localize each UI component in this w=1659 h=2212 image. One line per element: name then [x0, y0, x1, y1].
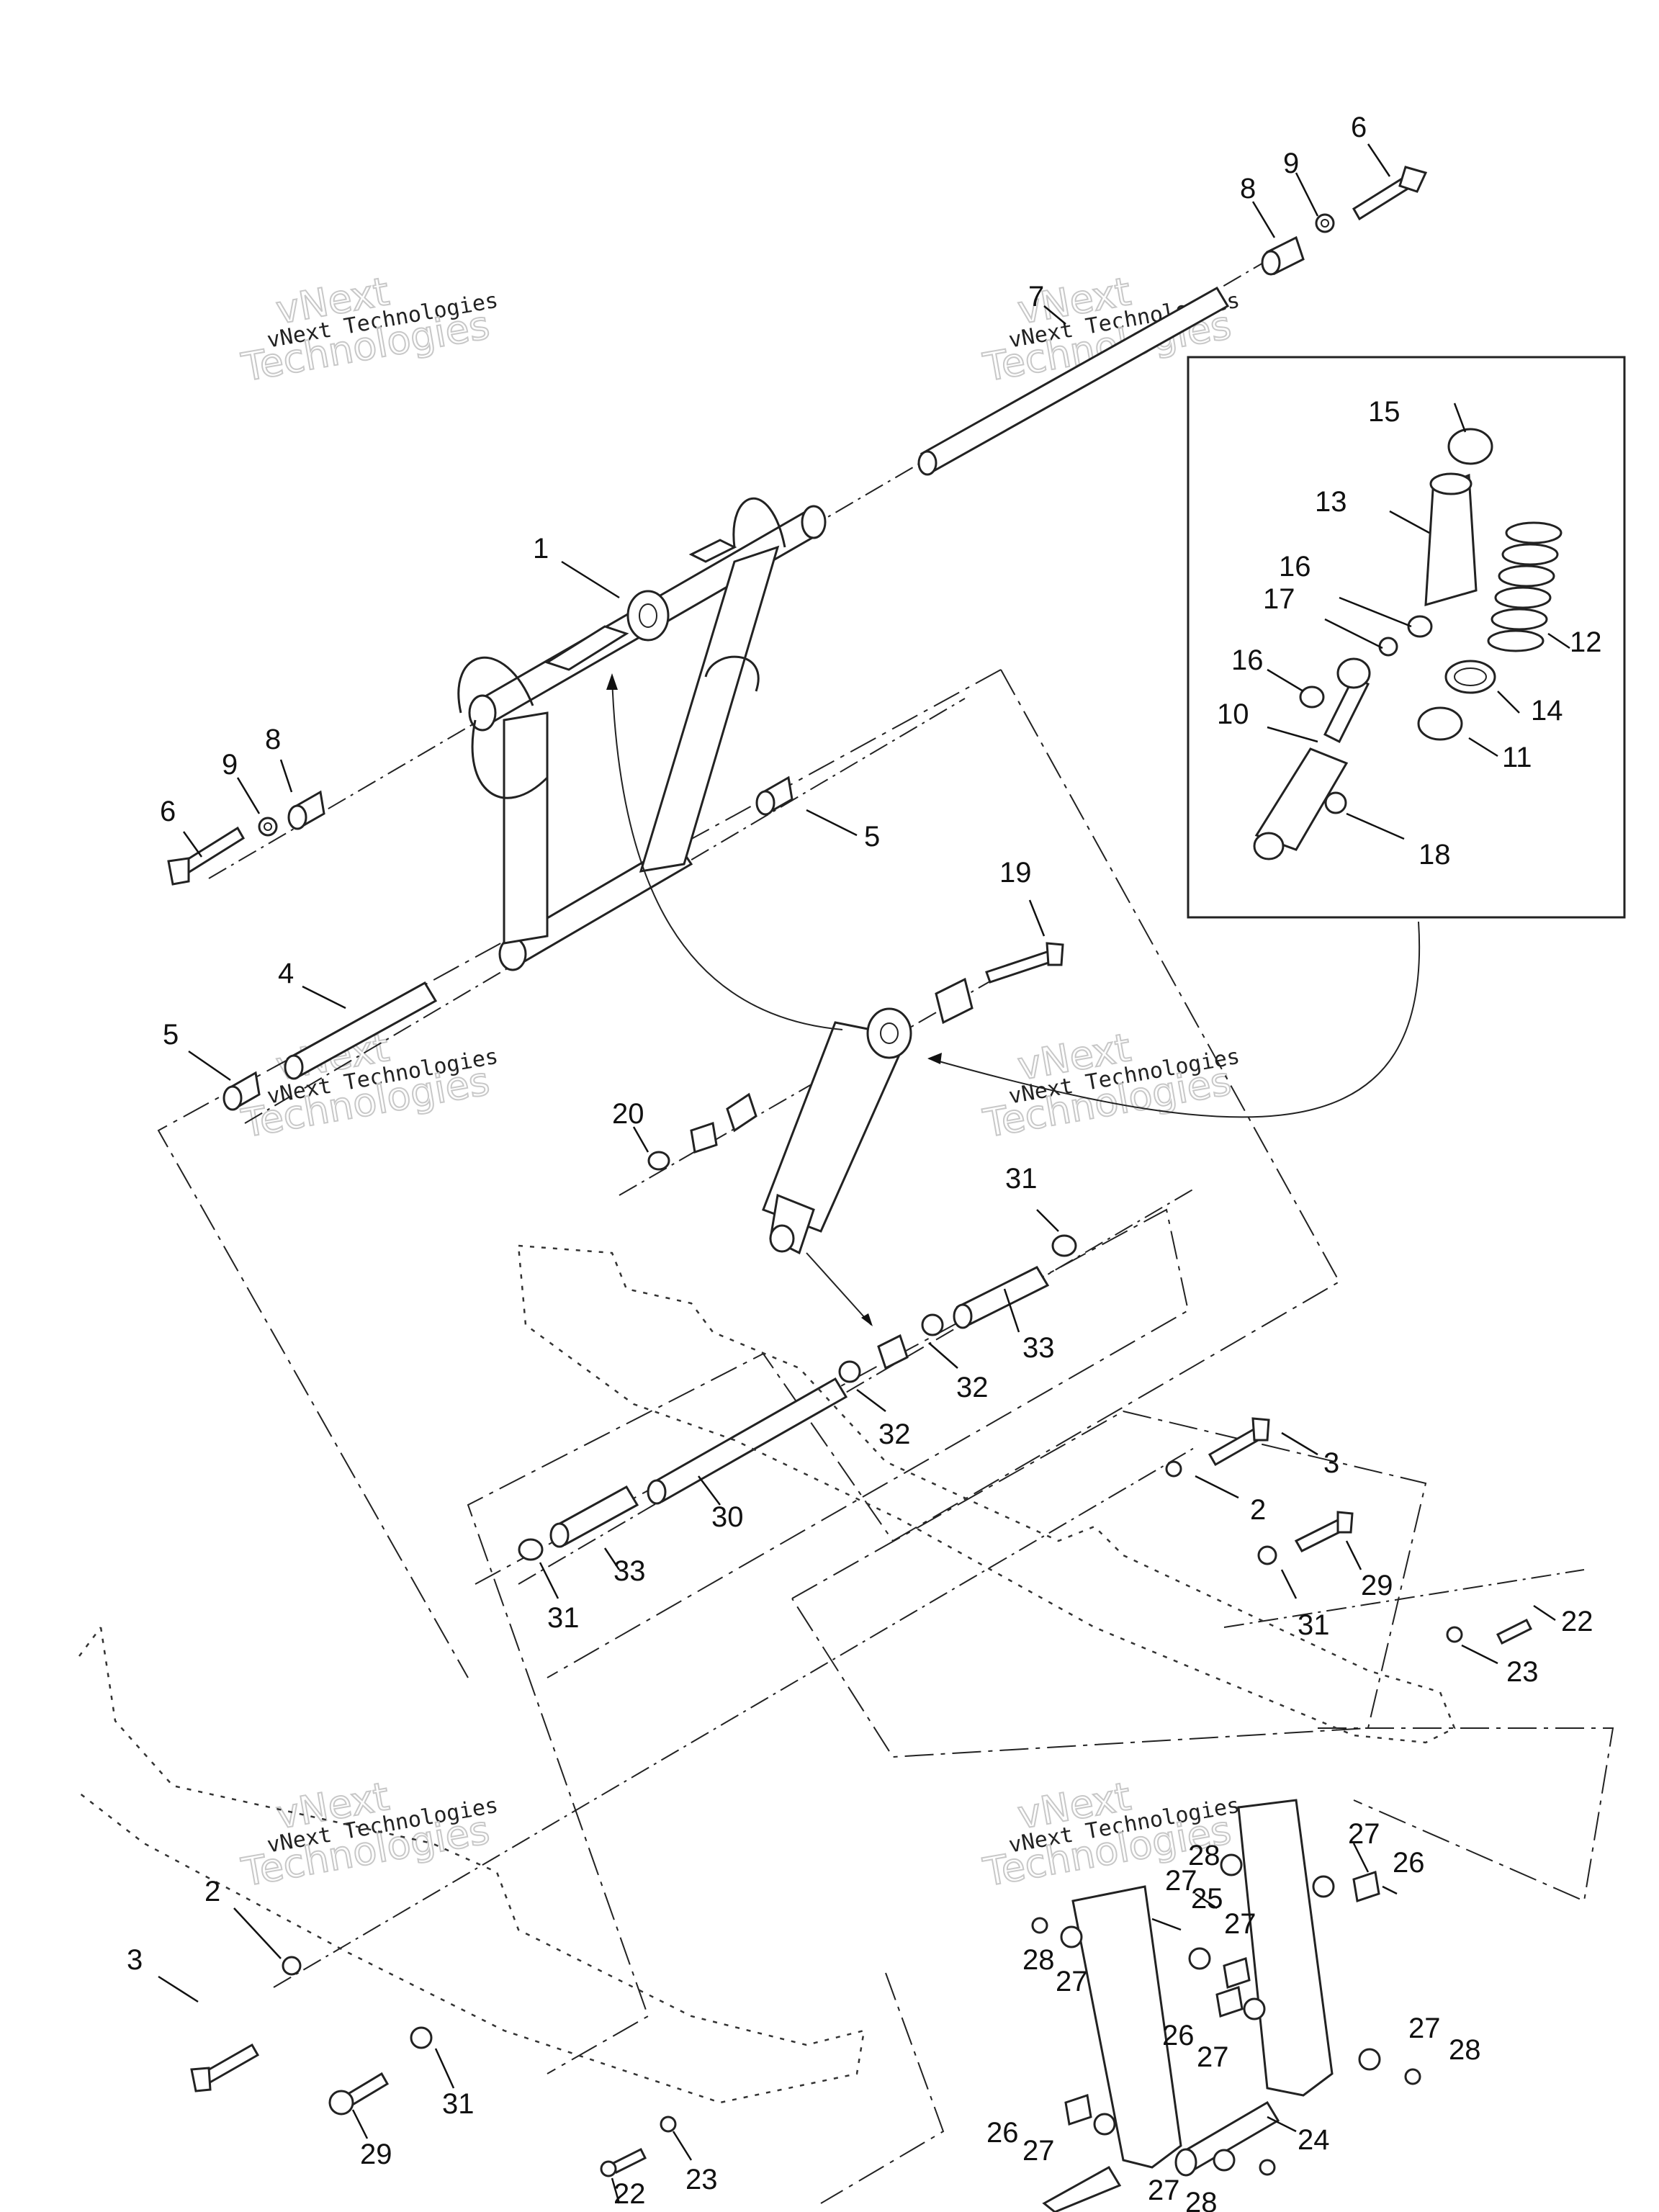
- callout-6: 6: [160, 796, 176, 827]
- callout-28: 28: [1449, 2034, 1481, 2066]
- callout-17: 17: [1263, 583, 1295, 615]
- rails: [78, 1244, 1456, 2104]
- reference-arrows: [606, 673, 1421, 1326]
- callout-22: 22: [1561, 1606, 1593, 1637]
- callout-27: 27: [1148, 2175, 1180, 2206]
- callout-24: 24: [1298, 2124, 1330, 2156]
- callout-7: 7: [1028, 281, 1044, 313]
- callout-3: 3: [1323, 1447, 1339, 1479]
- callout-8: 8: [1240, 173, 1256, 204]
- callout-20: 20: [612, 1098, 644, 1130]
- callout-23: 23: [1506, 1656, 1539, 1688]
- callout-33: 33: [613, 1555, 646, 1587]
- callout-3: 3: [127, 1944, 143, 1976]
- callout-29: 29: [360, 2139, 392, 2170]
- callout-26: 26: [986, 2117, 1019, 2149]
- callout-6: 6: [1351, 112, 1367, 143]
- callout-16: 16: [1279, 551, 1311, 583]
- inset-frame: [1187, 356, 1626, 919]
- callout-5: 5: [864, 821, 880, 853]
- inset-parts: [1253, 428, 1563, 860]
- callout-28: 28: [1188, 1840, 1220, 1871]
- callout-5: 5: [163, 1019, 179, 1051]
- pivot-shaft-7: [917, 286, 1230, 476]
- callout-27: 27: [1408, 2013, 1441, 2044]
- callout-27: 27: [1022, 2135, 1055, 2167]
- top-right-hardware: [1261, 166, 1428, 276]
- callout-28: 28: [1022, 1944, 1055, 1976]
- callout-23: 23: [685, 2164, 718, 2195]
- callout-22: 22: [613, 2178, 646, 2210]
- swing-arm: [457, 498, 827, 971]
- callout-27: 27: [1056, 1966, 1088, 1997]
- callout-1: 1: [533, 533, 549, 565]
- callout-27: 27: [1165, 1865, 1197, 1897]
- link-arms: [1031, 1799, 1421, 2212]
- callout-2: 2: [204, 1876, 220, 1907]
- callout-9: 9: [222, 749, 238, 781]
- callout-30: 30: [711, 1501, 744, 1533]
- callout-27: 27: [1197, 2041, 1229, 2073]
- callout-31: 31: [1005, 1163, 1038, 1195]
- callout-33: 33: [1022, 1332, 1055, 1364]
- callout-19: 19: [999, 857, 1032, 889]
- callout-32: 32: [956, 1372, 989, 1403]
- callout-14: 14: [1531, 695, 1563, 727]
- callout-15: 15: [1368, 396, 1401, 428]
- callout-4: 4: [278, 958, 294, 989]
- rear-shafts: [518, 1234, 1077, 1561]
- callout-27: 27: [1224, 1908, 1256, 1940]
- callout-9: 9: [1283, 148, 1299, 179]
- callout-29: 29: [1361, 1570, 1393, 1601]
- shaft-4: [222, 981, 438, 1111]
- rail-hardware-left: [190, 1956, 677, 2177]
- callout-2: 2: [1250, 1494, 1266, 1526]
- callout-18: 18: [1419, 839, 1451, 871]
- callout-26: 26: [1162, 2020, 1195, 2051]
- callout-31: 31: [1298, 1609, 1330, 1641]
- callout-13: 13: [1315, 486, 1347, 518]
- callout-8: 8: [265, 724, 281, 755]
- callout-11: 11: [1502, 742, 1532, 773]
- callout-labels: 1 8 9 6 7 6 9 8 5 4 5 19 20 31 33 32 32 …: [127, 112, 1602, 2212]
- callout-10: 10: [1217, 698, 1249, 730]
- callout-27: 27: [1348, 1818, 1380, 1850]
- rail-hardware-right: [1165, 1417, 1533, 1645]
- left-hardware: [167, 790, 325, 886]
- callout-25: 25: [1191, 1883, 1223, 1915]
- bushing-5-right-end: [755, 790, 775, 816]
- explode-lines: [208, 251, 1585, 1988]
- callout-28: 28: [1185, 2187, 1218, 2212]
- callout-26: 26: [1393, 1847, 1425, 1879]
- watermark-group: vNext vNext Technologies Technologies vN…: [238, 268, 1242, 1896]
- callout-16: 16: [1231, 644, 1264, 676]
- leader-lines: [158, 143, 1570, 2204]
- callout-32: 32: [878, 1419, 911, 1450]
- callout-12: 12: [1570, 626, 1602, 658]
- callout-31: 31: [442, 2088, 475, 2120]
- shock-absorber: [647, 942, 1064, 1255]
- callout-31: 31: [547, 1602, 580, 1634]
